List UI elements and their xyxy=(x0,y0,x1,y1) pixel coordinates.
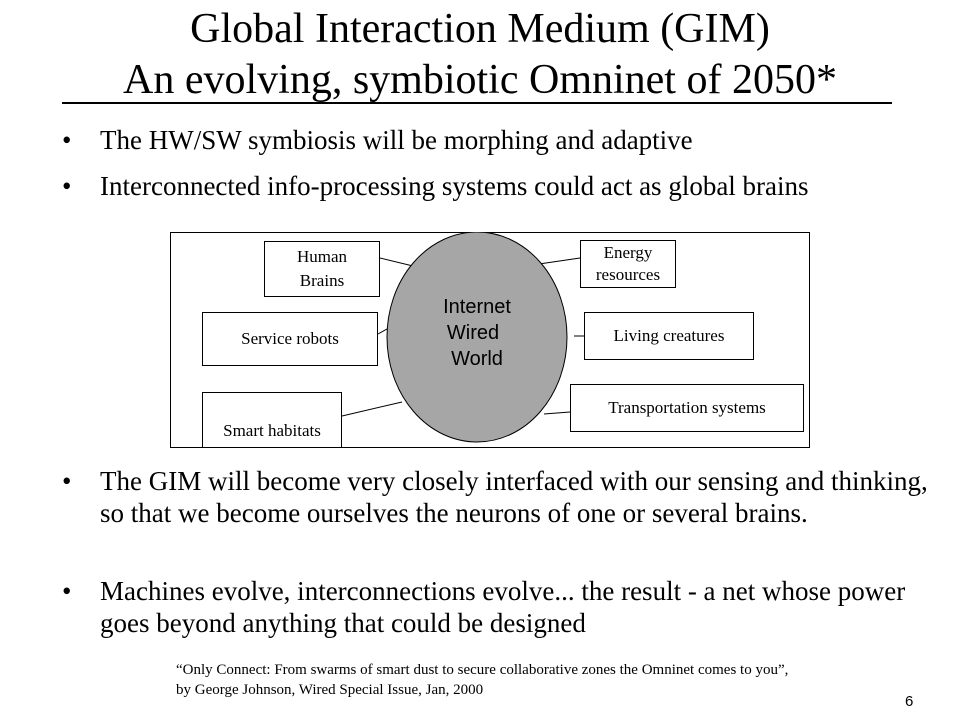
hub-circle xyxy=(386,232,568,443)
bullet-item: • The GIM will become very closely inter… xyxy=(62,465,932,529)
node-living-creatures: Living creatures xyxy=(584,312,754,360)
bullet-text: Interconnected info-processing systems c… xyxy=(100,171,809,201)
node-human-brains: Human Brains xyxy=(264,241,380,297)
node-label: Smart habitats xyxy=(223,421,321,440)
page-number: 6 xyxy=(905,693,914,710)
node-energy-resources: Energy resources xyxy=(580,240,676,288)
bullet-marker: • xyxy=(62,171,72,201)
node-transportation-systems: Transportation systems xyxy=(570,384,804,432)
bullet-text: The GIM will become very closely interfa… xyxy=(100,466,928,528)
node-label-line: Energy xyxy=(603,243,653,262)
node-service-robots: Service robots xyxy=(202,312,378,366)
gim-diagram: Internet Wired World Human Brains Servic… xyxy=(170,232,810,448)
slide-title-line-2: An evolving, symbiotic Omninet of 2050* xyxy=(123,57,837,103)
connector-line xyxy=(543,411,571,415)
node-label-line: Human xyxy=(296,247,348,266)
connector-line xyxy=(538,257,581,265)
bullet-text: The HW/SW symbiosis will be morphing and… xyxy=(100,125,693,155)
hub-label-line: Wired xyxy=(446,322,500,344)
connector-line xyxy=(379,257,414,267)
hub-label-line: World xyxy=(451,348,503,370)
bullet-marker: • xyxy=(62,466,72,496)
node-smart-habitats: Smart habitats xyxy=(202,392,342,448)
bullet-text: Machines evolve, interconnections evolve… xyxy=(100,576,906,638)
hub-label-line: Internet xyxy=(443,296,511,318)
hub-label: Internet Wired World xyxy=(407,294,547,372)
node-label: Living creatures xyxy=(613,326,725,345)
bullet-item: • Machines evolve, interconnections evol… xyxy=(62,575,932,639)
bullet-marker: • xyxy=(62,125,72,155)
node-label-line: resources xyxy=(595,265,661,284)
slide-title-line-1: Global Interaction Medium (GIM) xyxy=(190,6,770,52)
source-citation: “Only Connect: From swarms of smart dust… xyxy=(176,662,789,698)
node-label-line: Brains xyxy=(299,271,345,290)
node-label: Service robots xyxy=(241,329,339,348)
bullet-item: • The HW/SW symbiosis will be morphing a… xyxy=(62,124,912,156)
bullet-marker: • xyxy=(62,576,72,606)
title-underline xyxy=(62,102,892,104)
connector-line xyxy=(341,401,403,417)
node-label: Transportation systems xyxy=(608,398,766,417)
bullet-item: • Interconnected info-processing systems… xyxy=(62,170,912,202)
